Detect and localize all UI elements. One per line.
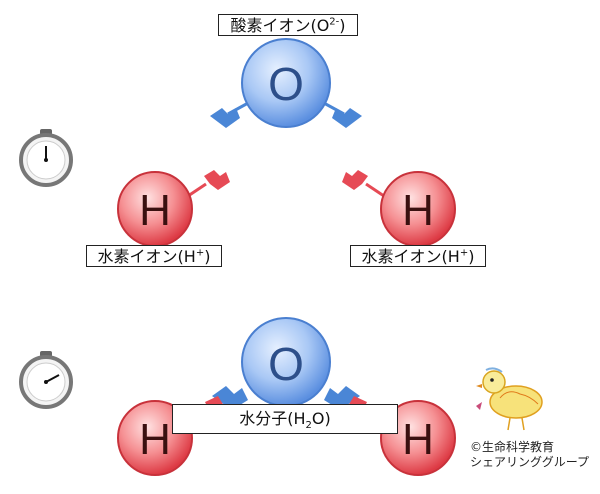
oxygen-bond-right [321, 100, 362, 128]
hydrogen-symbol-bottom-right: H [402, 415, 434, 464]
oxygen-ion-label: 酸素イオン(O2-) [218, 14, 358, 36]
oxygen-ion-atom [241, 38, 331, 128]
hydrogen-ion-left-text: 水素イオン(H [97, 247, 196, 266]
oxygen-ion-label-tail: ) [339, 16, 346, 35]
hydrogen-ion-right-text: 水素イオン(H [361, 247, 460, 266]
water-label-text: 水分子(H [239, 409, 306, 428]
oxygen-ion-label-text: 酸素イオン(O [230, 16, 330, 35]
chick-mascot-icon [476, 367, 543, 431]
hydrogen-symbol-top-left: H [139, 186, 171, 235]
water-hydrogen-atom-right [380, 400, 456, 476]
hydrogen-ion-label-left: 水素イオン(H+) [86, 245, 222, 267]
hydrogen-symbol-bottom-left: H [139, 415, 171, 464]
oxygen-bond-left [210, 100, 251, 128]
water-label-tail: O) [311, 409, 331, 428]
oxygen-ion-charge: 2- [329, 16, 340, 28]
water-label-subscript: 2 [305, 420, 312, 432]
hydrogen-symbol-top-right: H [402, 186, 434, 235]
stopwatch-icon [19, 129, 73, 187]
water-molecule-label: 水分子(H2O) [172, 404, 398, 434]
hydrogen-ion-left-charge: + [195, 247, 205, 259]
hydrogen-ion-right-tail: ) [468, 247, 475, 266]
oxygen-symbol-bottom: O [268, 338, 304, 390]
credit-line-2: シェアリンググループ [470, 455, 590, 469]
stopwatch-icon [19, 351, 73, 409]
hydrogen-ion-right-charge: + [459, 247, 469, 259]
credit-text: ©生命科学教育 シェアリンググループ [470, 440, 589, 470]
hydrogen-ion-label-right: 水素イオン(H+) [350, 245, 486, 267]
credit-line-1: ©生命科学教育 [470, 440, 555, 454]
oxygen-symbol-top: O [268, 58, 304, 110]
hydrogen-bond-left [187, 170, 230, 198]
hydrogen-bond-right [342, 170, 385, 198]
hydrogen-ion-left-tail: ) [204, 247, 211, 266]
